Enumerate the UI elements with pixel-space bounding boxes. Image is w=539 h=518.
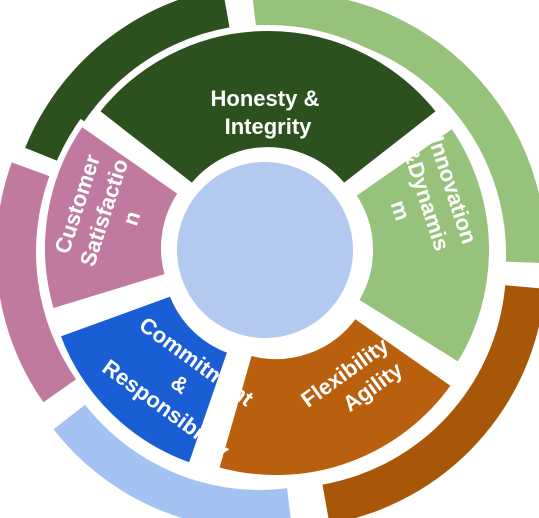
customer-wedge <box>39 118 186 316</box>
honesty-wedge <box>91 25 445 192</box>
center-circle <box>169 154 361 346</box>
flexibility-wedge <box>212 310 459 482</box>
commitment-outer-band <box>53 404 291 518</box>
inner-ring <box>39 25 496 482</box>
honesty-label-line-1: Honesty & <box>211 86 320 111</box>
customer-outer-band <box>0 162 77 403</box>
honesty-outer-band <box>25 0 230 163</box>
flexibility-outer-band <box>322 285 539 518</box>
commitment-wedge <box>53 288 235 470</box>
innovation-wedge <box>348 120 496 370</box>
honesty-label-line-2: Integrity <box>225 114 313 139</box>
honesty-integrity-label: Honesty & Integrity <box>211 86 326 139</box>
